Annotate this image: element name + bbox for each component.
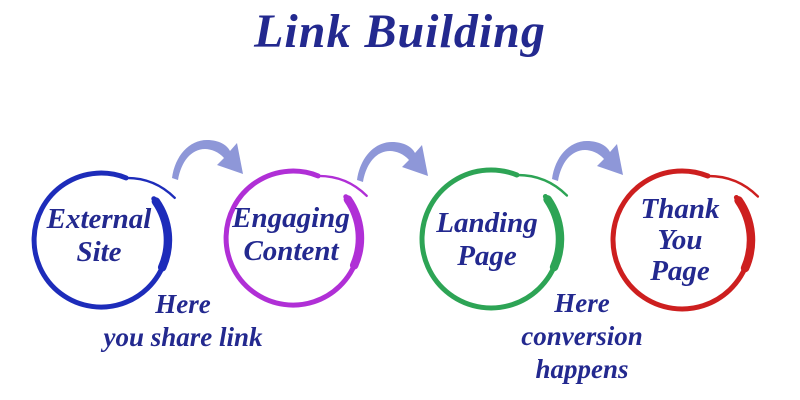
annotation-line: Here <box>554 288 610 318</box>
annotation-line: happens <box>535 354 629 384</box>
label-engaging-content: Engaging Content <box>211 202 371 268</box>
label-line: Page <box>650 255 710 287</box>
circle-flick-tail <box>515 173 569 197</box>
circle-hook <box>543 195 565 272</box>
label-line: Site <box>76 236 122 268</box>
label-line: Engaging <box>232 202 350 234</box>
label-landing-page: Landing Page <box>407 207 567 273</box>
step-circle-landing-page <box>419 167 569 311</box>
circle-hook <box>734 196 756 273</box>
step-circle-thank-you-page <box>610 168 760 312</box>
annotation-share-link: Here you share link <box>63 288 303 354</box>
label-line: Thank <box>640 193 720 225</box>
diagram-title: Link Building <box>254 5 546 58</box>
flow-arrow-2 <box>357 142 428 182</box>
label-external-site: External Site <box>19 203 179 269</box>
label-line: Landing <box>436 207 538 239</box>
annotation-conversion: Here conversion happens <box>462 287 702 386</box>
label-thank-you-page: Thank You Page <box>600 194 760 287</box>
label-line: External <box>46 203 152 235</box>
circle-flick-tail <box>124 176 176 199</box>
step-circle-external-site <box>31 170 176 310</box>
annotation-line: Here <box>155 289 211 319</box>
flow-arrow-3 <box>552 141 623 181</box>
circle-flick-tail <box>316 174 368 197</box>
label-line: Page <box>457 240 517 272</box>
step-circle-engaging-content <box>223 168 368 308</box>
annotation-line: you share link <box>103 322 263 352</box>
label-line: Content <box>243 235 339 267</box>
circle-hook <box>151 197 173 272</box>
circle-hook <box>343 195 365 270</box>
circle-flick-tail <box>706 174 760 198</box>
annotation-line: conversion <box>521 321 643 351</box>
label-line: You <box>657 224 703 256</box>
flow-arrow-1 <box>172 140 243 180</box>
